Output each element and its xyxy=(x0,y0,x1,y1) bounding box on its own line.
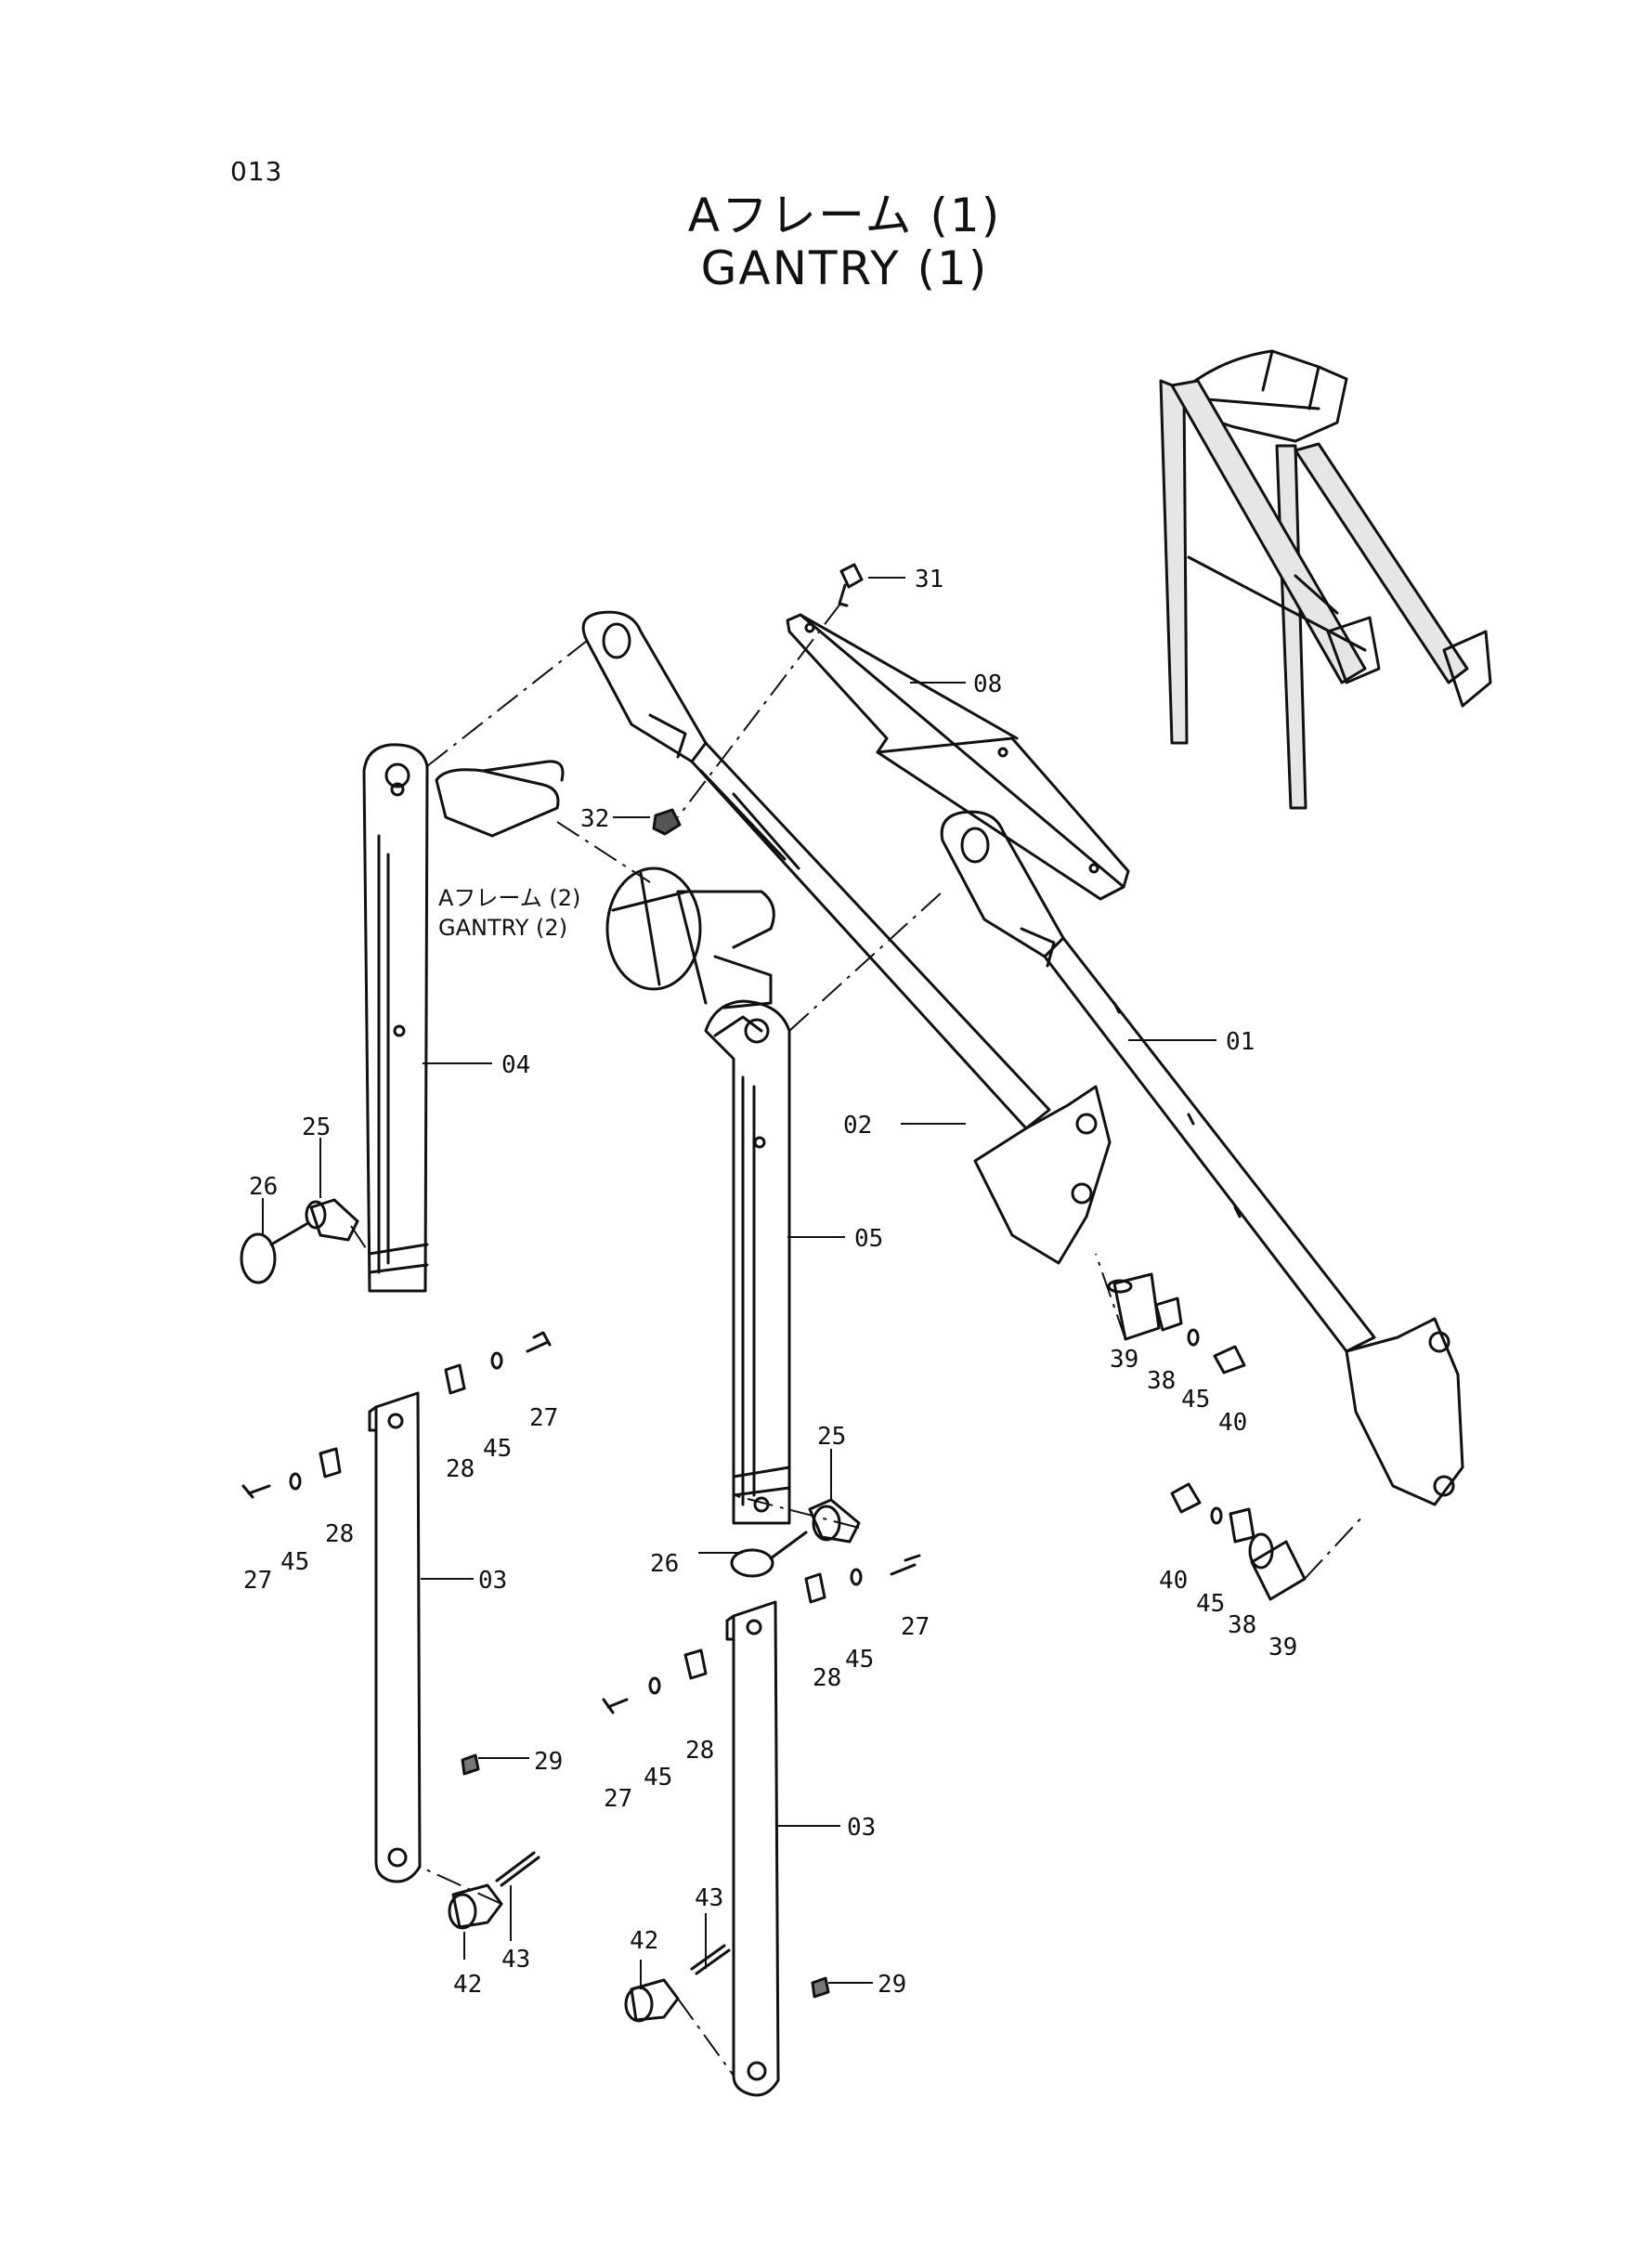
part-04-vertical-leg xyxy=(362,743,429,1293)
part-25-pin-a xyxy=(305,1198,359,1242)
part-40-bolt-b xyxy=(1170,1482,1202,1514)
callout-40-a: 40 xyxy=(1218,1409,1247,1437)
callout-38-a: 38 xyxy=(1147,1367,1176,1395)
part-43-cotter-a xyxy=(495,1851,540,1887)
callout-43-right: 43 xyxy=(695,1884,723,1912)
part-28-clip-right-upper xyxy=(804,1572,826,1604)
part-38-stopper-a xyxy=(1154,1296,1183,1332)
callout-45-e: 45 xyxy=(1181,1386,1210,1414)
part-26-ring-a xyxy=(240,1222,308,1284)
callout-25-left: 25 xyxy=(302,1114,331,1141)
callout-27-c: 27 xyxy=(901,1613,930,1641)
part-01-long-leg xyxy=(940,810,1464,1506)
part-28-clip-left-upper xyxy=(444,1363,466,1395)
callout-28-c: 28 xyxy=(813,1664,841,1692)
part-27-bolt-right-upper xyxy=(890,1554,921,1576)
part-27-bolt-right-lower xyxy=(602,1698,629,1714)
callout-28-a: 28 xyxy=(446,1455,475,1483)
callout-39-b: 39 xyxy=(1268,1634,1297,1661)
part-08-plate xyxy=(786,613,1130,901)
part-29-cap-a xyxy=(461,1753,480,1776)
part-26-ring-b xyxy=(730,1531,808,1578)
part-27-bolt-left-lower xyxy=(241,1484,271,1499)
callout-04: 04 xyxy=(501,1051,530,1079)
callout-01: 01 xyxy=(1226,1028,1255,1056)
callout-08: 08 xyxy=(973,671,1002,698)
part-38-stopper-b xyxy=(1229,1507,1255,1544)
part-45-washer-right-upper xyxy=(850,1568,863,1586)
callout-27-d: 27 xyxy=(604,1785,632,1813)
part-40-bolt-a xyxy=(1213,1345,1246,1375)
callout-25-right: 25 xyxy=(817,1423,846,1451)
callout-45-f: 45 xyxy=(1196,1590,1225,1618)
gantry-assembly-inset xyxy=(1159,349,1492,810)
part-32-nut xyxy=(652,808,682,836)
title-english: GANTRY (1) xyxy=(700,241,989,295)
part-29-cap-b xyxy=(811,1976,830,1999)
callout-03-right: 03 xyxy=(847,1814,876,1842)
callout-40-b: 40 xyxy=(1159,1567,1188,1595)
callout-labels: 31 08 32 01 02 04 05 03 03 25 26 25 26 2… xyxy=(243,566,1297,1999)
reference-en: GANTRY (2) xyxy=(438,915,567,941)
callout-45-c: 45 xyxy=(845,1646,874,1674)
reference-jp: Aフレーム (2) xyxy=(438,885,580,911)
assembly-center-lines xyxy=(350,603,1366,2077)
part-28-clip-left-lower xyxy=(319,1447,342,1479)
callout-42-left: 42 xyxy=(453,1971,482,1999)
callout-26-right: 26 xyxy=(650,1550,679,1578)
part-45-washer-left-lower xyxy=(289,1472,302,1491)
callout-28-b: 28 xyxy=(325,1520,354,1548)
callout-42-right: 42 xyxy=(630,1927,658,1955)
part-42-pin-b xyxy=(624,1978,680,2023)
callout-45-b: 45 xyxy=(280,1548,309,1576)
part-45-washer-left-upper xyxy=(490,1351,503,1370)
part-02-diagonal-leg xyxy=(581,610,1112,1265)
callout-32: 32 xyxy=(580,805,609,833)
part-39-pin-b xyxy=(1248,1532,1307,1601)
part-43-cotter-b xyxy=(690,1944,731,1975)
callout-27-b: 27 xyxy=(243,1567,272,1595)
callout-39-a: 39 xyxy=(1110,1346,1138,1374)
callout-31: 31 xyxy=(915,566,943,593)
part-28-clip-right-lower xyxy=(683,1648,708,1680)
callout-27-a: 27 xyxy=(529,1404,558,1432)
part-45-washer-lower-right xyxy=(1210,1506,1223,1525)
callout-38-b: 38 xyxy=(1228,1611,1256,1639)
callout-26-left: 26 xyxy=(249,1173,278,1201)
callout-leaders xyxy=(262,577,1216,1989)
callout-29-right: 29 xyxy=(878,1971,906,1999)
callout-43-left: 43 xyxy=(501,1946,530,1974)
title-japanese: Aフレーム (1) xyxy=(687,189,1002,242)
part-27-bolt-left-upper xyxy=(526,1331,552,1353)
gantry-2-subassembly xyxy=(435,760,775,1010)
part-42-pin-a xyxy=(448,1883,503,1930)
part-45-washer-mid xyxy=(1187,1328,1200,1347)
callout-45-d: 45 xyxy=(644,1764,672,1791)
part-39-pin-a xyxy=(1107,1272,1161,1341)
callout-02: 02 xyxy=(843,1112,872,1140)
part-31-bolt xyxy=(838,563,864,607)
page-number: 013 xyxy=(230,156,283,187)
part-45-washer-right-lower xyxy=(648,1676,661,1695)
part-03-link-left xyxy=(368,1391,422,1883)
part-05-vertical-leg xyxy=(704,999,791,1525)
callout-45-a: 45 xyxy=(483,1435,512,1463)
part-03-link-right xyxy=(725,1600,780,2097)
callout-05: 05 xyxy=(854,1225,883,1253)
callout-28-d: 28 xyxy=(685,1737,714,1765)
callout-29-left: 29 xyxy=(534,1748,563,1776)
callout-03-left: 03 xyxy=(478,1567,507,1595)
